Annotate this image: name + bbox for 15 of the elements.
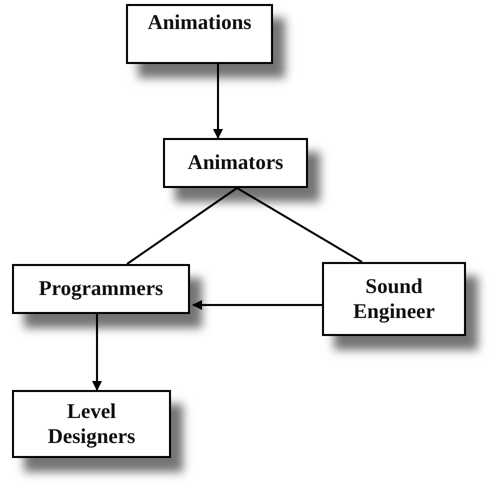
role-label: Programmers [38, 276, 164, 302]
role-box [163, 138, 308, 188]
arrow [92, 314, 102, 391]
role-label: Animations [148, 10, 252, 36]
arrow [192, 300, 322, 310]
role-label: Level Designers [46, 398, 136, 450]
role-label: Animators [188, 150, 284, 176]
role-box [12, 264, 190, 314]
role-label: Sound Engineer [352, 274, 436, 324]
connector-line [126, 187, 238, 265]
arrow [213, 64, 223, 139]
role-box [322, 262, 466, 336]
connector-line [236, 187, 363, 263]
role-box [126, 4, 273, 64]
role-box [12, 390, 171, 458]
